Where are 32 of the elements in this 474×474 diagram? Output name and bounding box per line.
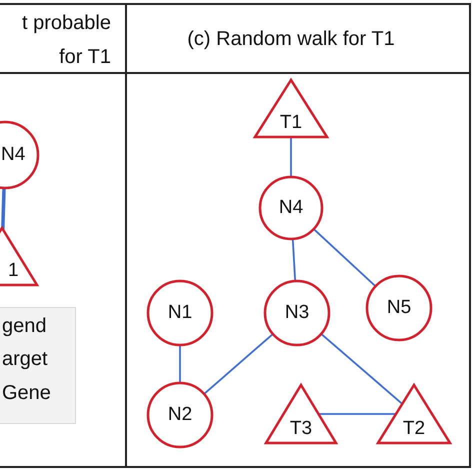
connector-line	[179, 345, 181, 383]
legend-heading: gend	[2, 315, 46, 337]
panel-heading: (c) Random walk for T1	[186, 27, 396, 52]
node-label: N3	[284, 302, 310, 324]
connector-line	[290, 137, 292, 177]
node-label: T1	[278, 112, 304, 134]
node-label: N2	[166, 404, 194, 426]
gene-circle	[365, 274, 433, 342]
node-label: 1	[8, 260, 19, 282]
node-label: T3	[288, 418, 314, 440]
panel-heading: t probable for T1	[21, 11, 111, 70]
target-triangle	[376, 382, 452, 445]
connector-line	[313, 228, 376, 287]
connector-line	[1, 188, 6, 230]
node-label: N5	[386, 297, 412, 319]
connector-line	[204, 333, 274, 395]
node-label: T2	[402, 418, 426, 440]
gene-circle	[146, 381, 214, 449]
target-triangle	[253, 77, 329, 139]
connector-line	[318, 413, 396, 415]
legend-text: Gene	[2, 382, 51, 404]
node-label: N1	[166, 302, 194, 324]
target-triangle	[264, 382, 338, 445]
node-label: N4	[1, 144, 26, 166]
legend-text: arget	[2, 348, 48, 370]
connector-line	[320, 333, 403, 405]
panel	[127, 3, 471, 468]
gene-circle	[258, 175, 324, 241]
gene-circle	[146, 279, 214, 347]
gene-circle	[263, 279, 331, 347]
connector-line	[292, 238, 296, 282]
node-label: N4	[278, 197, 304, 219]
